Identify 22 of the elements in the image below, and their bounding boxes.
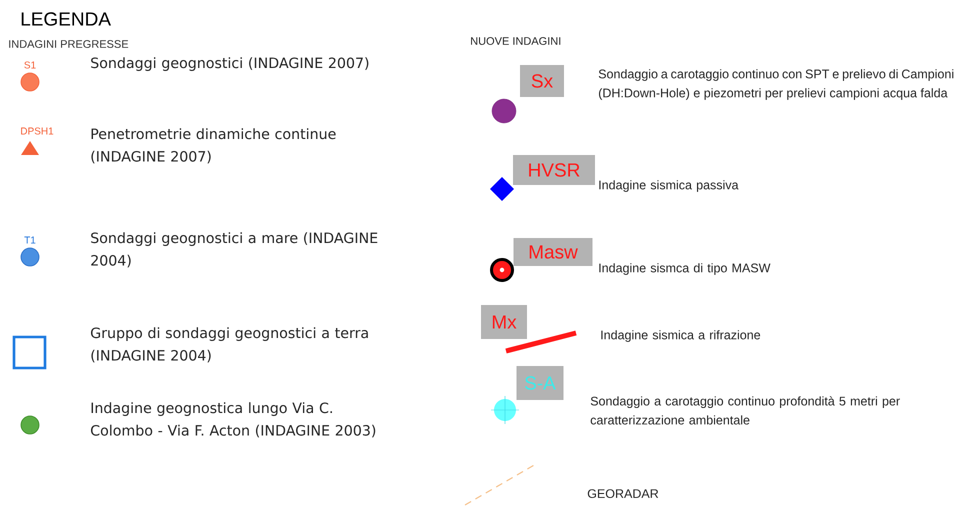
label-box: Mx xyxy=(481,305,527,339)
symbol-label: S1 xyxy=(24,61,36,69)
title: LEGENDA xyxy=(22,12,111,26)
legend-text: Penetrometrie dinamiche continue (INDAGINE 2007) xyxy=(91,128,336,164)
legend-text: Sondaggi geognostici (INDAGINE 2007) xyxy=(91,57,368,71)
label-box: S-A xyxy=(516,366,564,400)
label-box: Sx xyxy=(520,65,564,97)
legend-text: Sondaggi geognostici a mare (INDAGINE 2004) xyxy=(91,232,378,268)
heading: NUOVE INDAGINI xyxy=(471,37,560,45)
symbol-label: T1 xyxy=(24,236,36,244)
label-box: HVSR xyxy=(513,155,595,185)
legend-text: Gruppo di sondaggi geognostici a terra (INDAGINE 2004) xyxy=(91,327,368,362)
symbol-label: DPSH1 xyxy=(21,127,54,135)
legend-text: Indagine sismica passiva xyxy=(599,180,739,192)
legend-text: Indagine geognostica lungo Via C. Colombo - Via F. Acton (INDAGINE 2003) xyxy=(91,402,376,438)
legend-text: Sondaggio a carotaggio continuo con SPT e prelievo di Campioni (DH:Down-Hole) e piezometri per prelievi campioni acqua falda xyxy=(598,69,954,100)
heading: INDAGINI PREGRESSE xyxy=(9,40,128,48)
legend-text: Indagine sismca di tipo MASW xyxy=(599,263,770,275)
label-box: Masw xyxy=(514,238,592,266)
legend-text: Indagine sismica a rifrazione xyxy=(601,330,760,342)
legend-text: Sondaggio a carotaggio continuo profondità 5 metri per caratterizzazione ambientale xyxy=(590,396,900,425)
legend-text: GEORADAR xyxy=(588,489,658,498)
